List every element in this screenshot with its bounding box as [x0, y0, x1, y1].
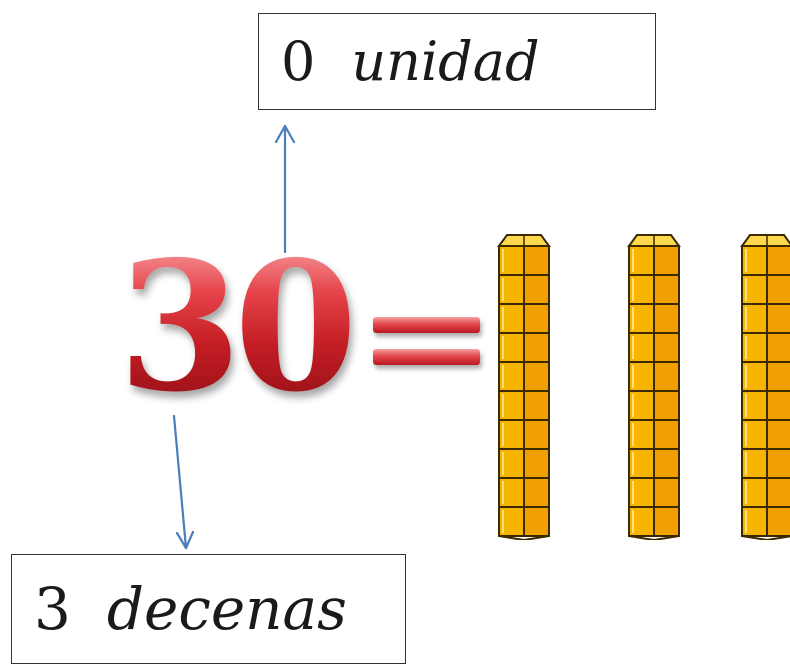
- unit-cube: [741, 303, 790, 334]
- units-digit: 0: [281, 30, 316, 93]
- unit-cube: [498, 361, 550, 392]
- ten-rod-3: [740, 234, 790, 540]
- unit-cube: [741, 419, 790, 450]
- unit-cube: [628, 361, 680, 392]
- ten-rod-2: [627, 234, 681, 540]
- unit-cube: [498, 506, 550, 537]
- unit-cube: [741, 390, 790, 421]
- unit-cube: [628, 332, 680, 363]
- unit-cube: [498, 274, 550, 305]
- unit-cube: [741, 274, 790, 305]
- unit-cube: [498, 390, 550, 421]
- unit-cube: [498, 477, 550, 508]
- equals-bar-top: [373, 317, 480, 333]
- units-word: unidad: [351, 30, 540, 93]
- unit-cube: [498, 332, 550, 363]
- rod-bottom-edge: [741, 535, 790, 540]
- unit-cube: [741, 448, 790, 479]
- units-label-box: 0 unidad: [258, 13, 656, 110]
- rod-bottom-edge: [628, 535, 680, 540]
- rod-bottom-edge: [498, 535, 550, 540]
- unit-cube: [628, 419, 680, 450]
- unit-cube: [741, 245, 790, 276]
- ten-rod-1: [497, 234, 551, 540]
- unit-cube: [628, 274, 680, 305]
- arrow-to-tens-head: [175, 530, 195, 550]
- unit-cube: [741, 361, 790, 392]
- unit-cube: [498, 303, 550, 334]
- arrow-to-tens: [172, 414, 188, 550]
- unit-cube: [628, 448, 680, 479]
- unit-cube: [498, 419, 550, 450]
- rod-top-face: [740, 234, 790, 247]
- equals-bar-bottom: [373, 349, 480, 365]
- unit-cube: [628, 506, 680, 537]
- tens-label-box: 3 decenas: [11, 554, 406, 664]
- unit-cube: [498, 448, 550, 479]
- arrow-to-units-head: [274, 124, 296, 144]
- unit-cube: [628, 245, 680, 276]
- unit-cube: [741, 477, 790, 508]
- unit-cube: [741, 332, 790, 363]
- unit-cube: [498, 245, 550, 276]
- unit-cube: [628, 303, 680, 334]
- tens-word: decenas: [106, 575, 347, 643]
- number-thirty: 30: [118, 222, 358, 431]
- unit-cube: [628, 477, 680, 508]
- unit-cube: [741, 506, 790, 537]
- tens-digit: 3: [34, 575, 71, 643]
- equals-sign: [373, 317, 480, 367]
- unit-cube: [628, 390, 680, 421]
